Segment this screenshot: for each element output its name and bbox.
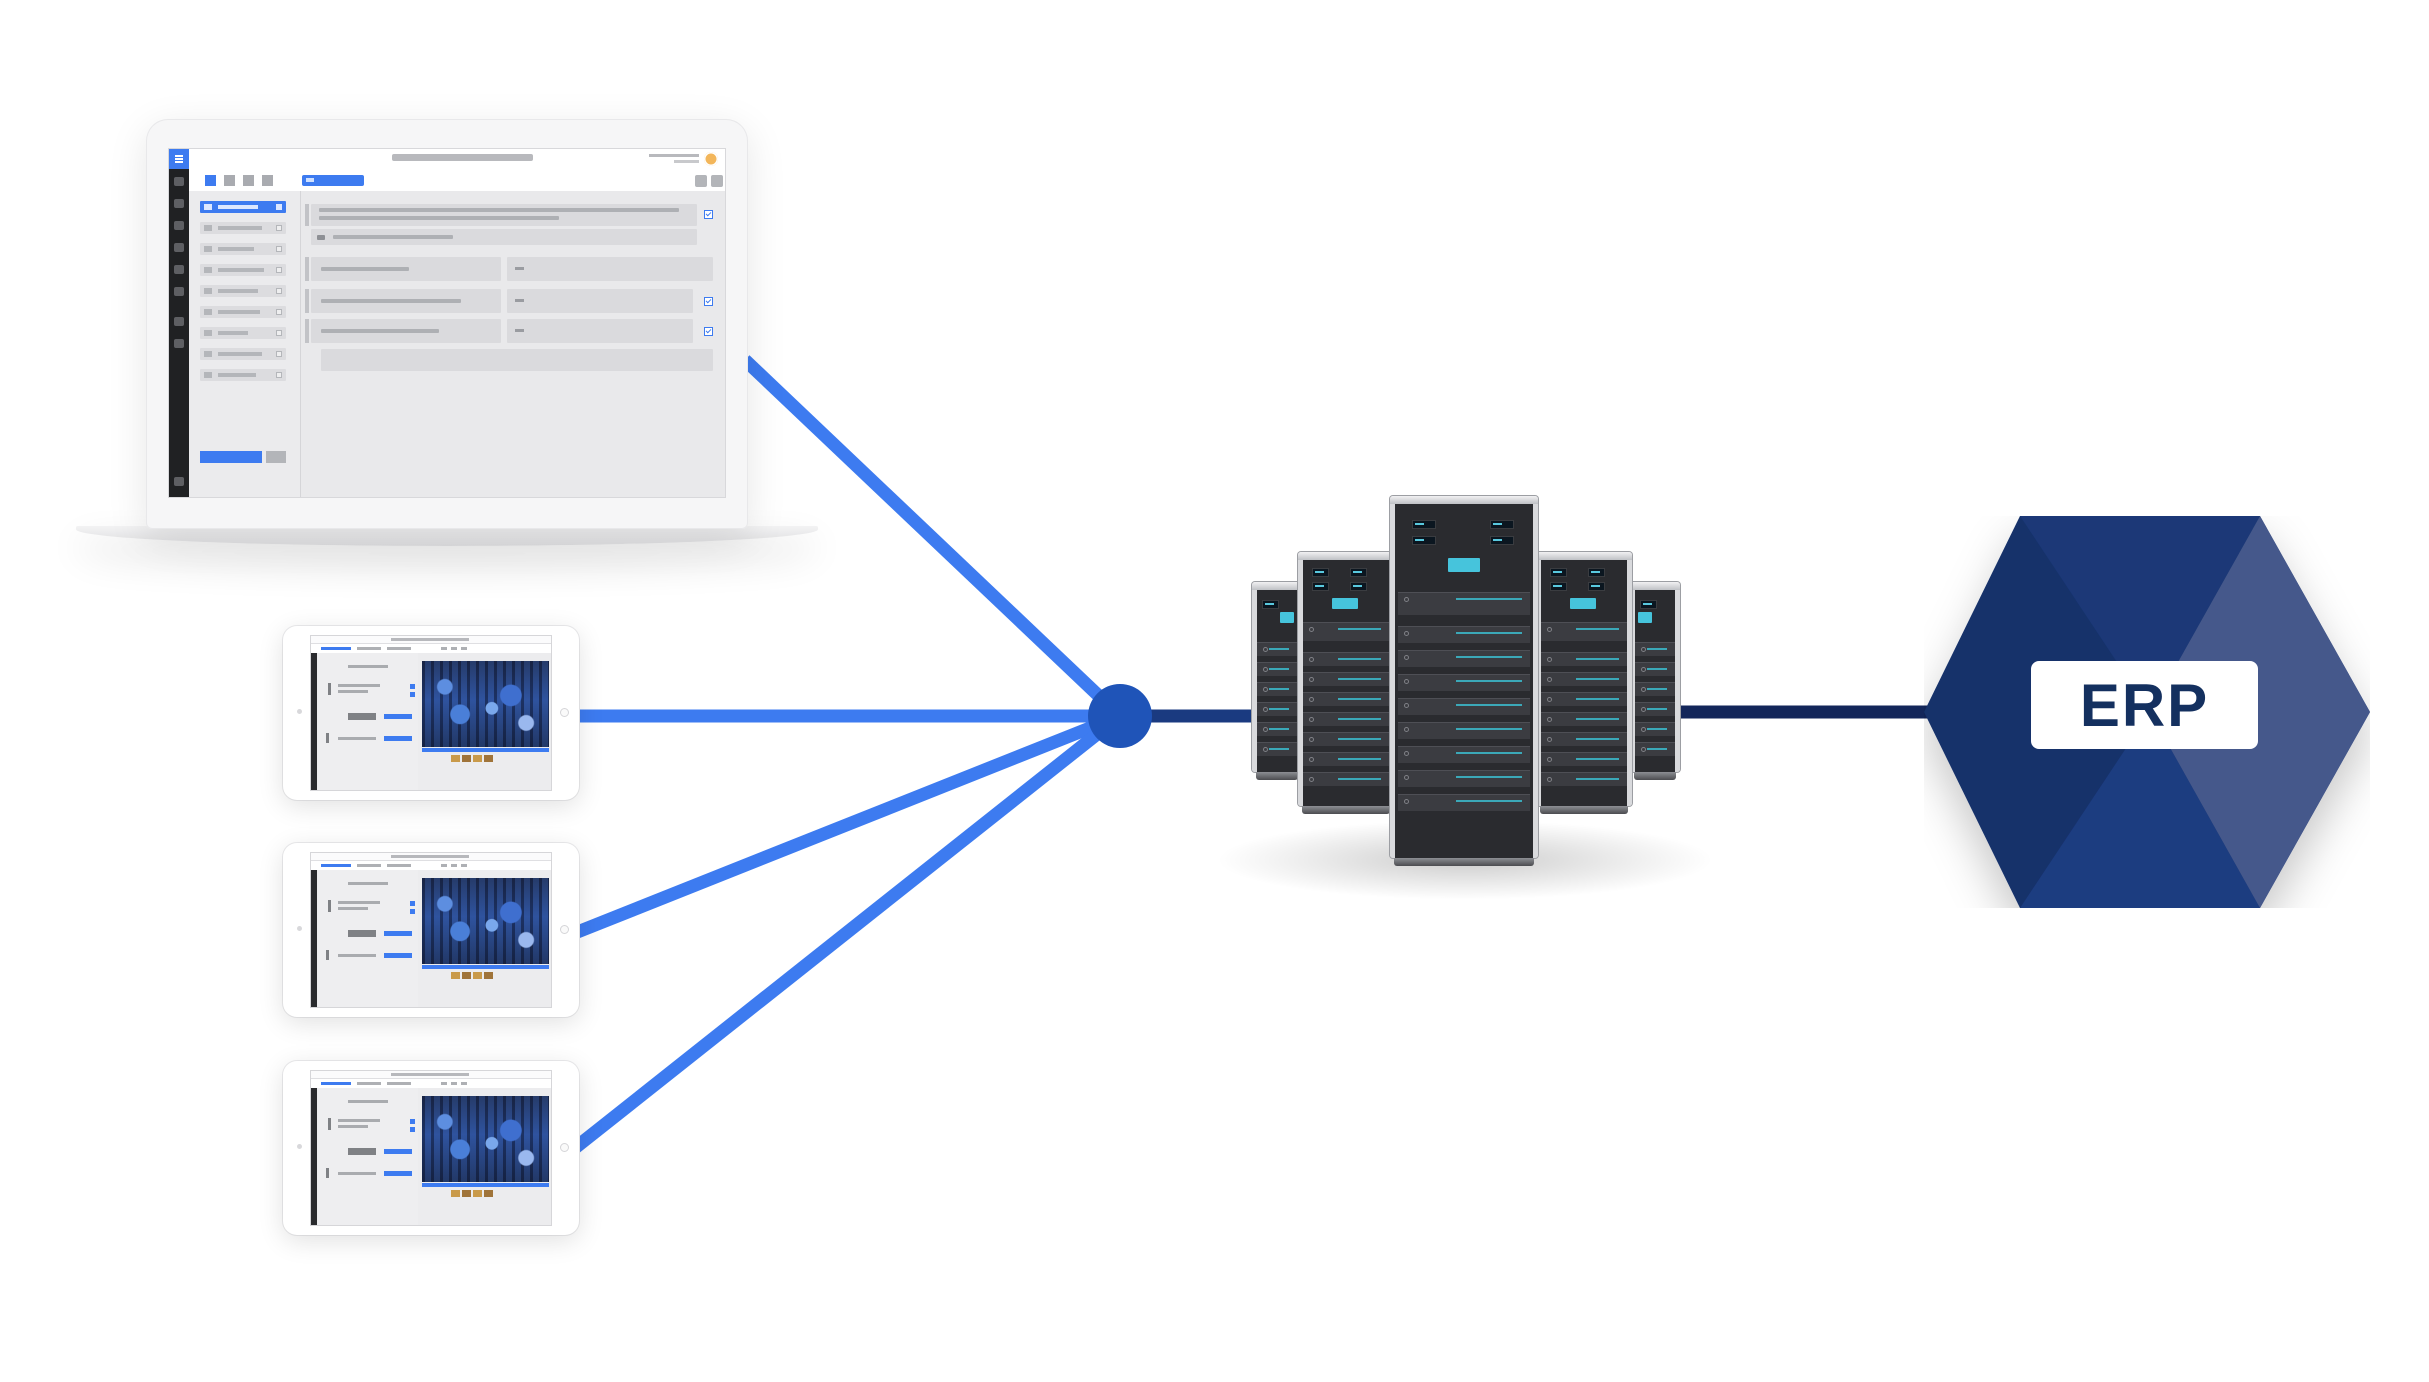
tablet-icon bbox=[283, 843, 579, 1017]
sidebar-icon bbox=[174, 339, 184, 348]
toolbar-icon bbox=[262, 175, 273, 186]
list-item bbox=[200, 243, 286, 255]
checkbox-icon bbox=[704, 297, 713, 306]
camera-icon bbox=[560, 1143, 569, 1152]
tablet-icon bbox=[283, 1061, 579, 1235]
detail-marker bbox=[305, 289, 309, 313]
app-title-placeholder bbox=[392, 154, 533, 161]
detail-field bbox=[311, 257, 501, 281]
checkbox-icon bbox=[704, 210, 713, 219]
detail-marker bbox=[305, 319, 309, 343]
sidebar-icon bbox=[174, 477, 184, 486]
toolbar-icon bbox=[224, 175, 235, 186]
detail-field bbox=[507, 319, 693, 343]
tablet-photo bbox=[422, 1096, 549, 1182]
sidebar-icon bbox=[174, 177, 184, 186]
list-item bbox=[200, 369, 286, 381]
user-name-placeholder bbox=[649, 154, 699, 157]
sidebar-icon bbox=[174, 199, 184, 208]
camera-icon bbox=[560, 708, 569, 717]
list-item bbox=[200, 285, 286, 297]
server-tower bbox=[1536, 552, 1632, 814]
list-secondary-button bbox=[266, 451, 286, 463]
sidebar-icon bbox=[174, 317, 184, 326]
toolbar-icon bbox=[243, 175, 254, 186]
list-item bbox=[200, 306, 286, 318]
tablet-photo bbox=[422, 661, 549, 747]
sidebar-icon bbox=[174, 221, 184, 230]
tablet-icon bbox=[283, 626, 579, 800]
detail-field bbox=[507, 257, 713, 281]
server-rack-icon bbox=[1240, 496, 1690, 876]
app-topbar bbox=[169, 149, 725, 170]
detail-field bbox=[311, 289, 501, 313]
laptop-screen bbox=[169, 149, 725, 497]
app-sidebar bbox=[169, 169, 189, 497]
sidebar-icon bbox=[174, 243, 184, 252]
sidebar-icon bbox=[174, 265, 184, 274]
server-tower bbox=[1298, 552, 1394, 814]
detail-field bbox=[321, 349, 713, 371]
toolbar-icon bbox=[205, 175, 216, 186]
server-tower bbox=[1390, 496, 1538, 866]
detail-comment bbox=[311, 229, 697, 245]
menu-icon bbox=[169, 149, 189, 169]
detail-marker bbox=[305, 257, 309, 281]
list-panel bbox=[189, 191, 301, 497]
toolbar-icon bbox=[695, 175, 707, 187]
tablet-screen bbox=[311, 853, 551, 1007]
laptop-base bbox=[76, 526, 818, 546]
detail-marker bbox=[305, 204, 309, 226]
tablet-screen bbox=[311, 636, 551, 790]
detail-field bbox=[311, 319, 501, 343]
edge-tablet-2-hub bbox=[572, 709, 1123, 940]
list-item bbox=[200, 201, 286, 213]
server-tower bbox=[1630, 582, 1680, 780]
erp-label: ERP bbox=[2031, 661, 2258, 749]
laptop-icon bbox=[146, 119, 748, 529]
avatar bbox=[704, 152, 718, 166]
tablet-photo bbox=[422, 878, 549, 964]
list-item bbox=[200, 222, 286, 234]
toolbar-action-pill bbox=[302, 175, 364, 186]
list-primary-button bbox=[200, 451, 262, 463]
edge-laptop-hub bbox=[740, 355, 1125, 721]
user-role-placeholder bbox=[674, 160, 699, 163]
list-item bbox=[200, 264, 286, 276]
sidebar-icon bbox=[174, 287, 184, 296]
app-toolbar bbox=[189, 169, 725, 192]
connection-hub-icon bbox=[1088, 684, 1152, 748]
detail-panel bbox=[301, 191, 725, 497]
edge-tablet-3-hub bbox=[570, 710, 1125, 1154]
checkbox-icon bbox=[704, 327, 713, 336]
tablet-screen bbox=[311, 1071, 551, 1225]
detail-field bbox=[311, 204, 697, 226]
list-item bbox=[200, 348, 286, 360]
camera-icon bbox=[560, 925, 569, 934]
detail-field bbox=[507, 289, 693, 313]
toolbar-icon bbox=[711, 175, 723, 187]
server-tower bbox=[1252, 582, 1302, 780]
list-item bbox=[200, 327, 286, 339]
